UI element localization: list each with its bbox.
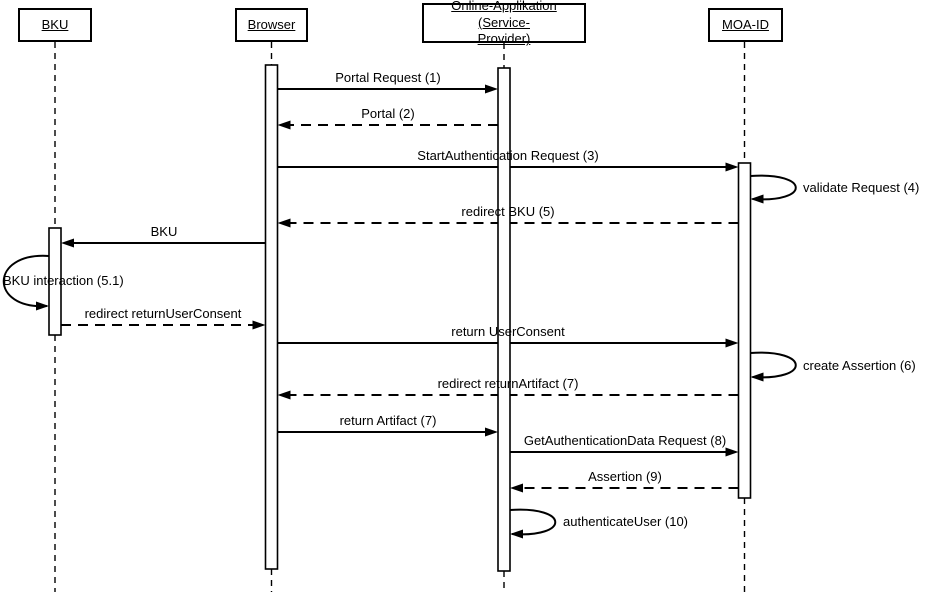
self-message-loop: [750, 174, 797, 201]
arrowhead-icon: [277, 218, 291, 228]
arrowhead-icon: [510, 529, 523, 539]
activation-bar-bku: [48, 227, 62, 336]
message-label: redirect returnArtifact (7): [438, 376, 579, 391]
message-label: redirect BKU (5): [461, 204, 554, 219]
arrowhead-icon: [252, 320, 266, 330]
self-message-loop: [2, 254, 50, 308]
message-label: Assertion (9): [588, 469, 662, 484]
message-label: validate Request (4): [803, 180, 919, 195]
arrowhead-icon: [725, 162, 739, 172]
arrowhead-icon: [485, 84, 498, 94]
arrowhead-icon: [725, 338, 739, 348]
message-label: BKU interaction (5.1): [3, 273, 124, 288]
arrowhead-icon: [750, 194, 764, 204]
activation-bar-moa-id: [737, 162, 752, 499]
lifeline-title: Online-Applikation (Service- Provider): [451, 0, 557, 47]
message-label: GetAuthenticationData Request (8): [524, 433, 726, 448]
lifeline-title: Browser: [247, 16, 296, 32]
lifeline-title: BKU: [41, 16, 69, 32]
arrowhead-icon: [485, 427, 498, 437]
message-label: StartAuthentication Request (3): [417, 148, 598, 163]
message-label: BKU: [151, 224, 178, 239]
self-message-loop: [509, 508, 557, 536]
message-label: redirect returnUserConsent: [85, 306, 242, 321]
message-label: return UserConsent: [451, 324, 565, 339]
message-label: authenticateUser (10): [563, 514, 688, 529]
self-message-loop: [750, 351, 797, 379]
arrowhead-icon: [510, 483, 523, 493]
arrowhead-icon: [277, 120, 291, 130]
arrowhead-icon: [725, 447, 739, 457]
arrowhead-icon: [750, 372, 764, 382]
lifeline-header-moa-id: MOA-ID: [708, 8, 783, 42]
arrowhead-icon: [61, 238, 74, 248]
message-label: return Artifact (7): [340, 413, 437, 428]
message-label: Portal (2): [361, 106, 414, 121]
message-label: Portal Request (1): [335, 70, 441, 85]
arrowhead-icon: [36, 301, 49, 311]
lifeline-header-online-app: Online-Applikation (Service- Provider): [422, 0, 586, 46]
activation-bar-browser: [264, 64, 279, 570]
lifeline-header-bku: BKU: [18, 8, 92, 42]
lifeline-title: MOA-ID: [722, 16, 769, 32]
message-label: create Assertion (6): [803, 358, 916, 373]
arrowhead-icon: [277, 390, 291, 400]
lifeline-header-browser: Browser: [235, 8, 308, 42]
activation-bar-online-app: [497, 67, 511, 572]
